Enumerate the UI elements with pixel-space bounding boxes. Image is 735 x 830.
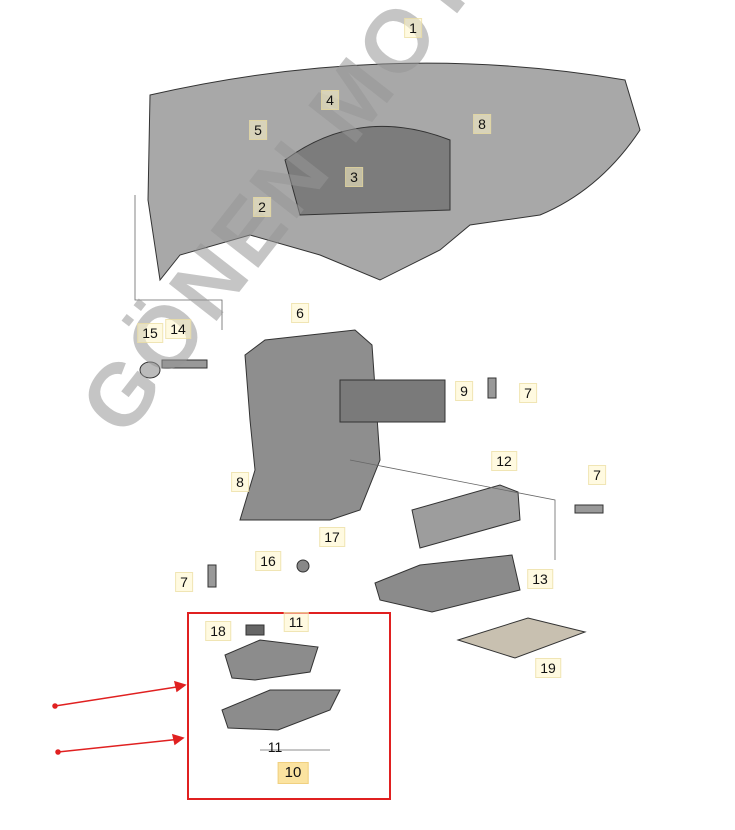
storage-bin-11: [224, 639, 319, 681]
callout-3: 3: [345, 167, 363, 187]
center-console-frame: [239, 329, 381, 521]
callout-17: 17: [319, 527, 345, 547]
callout-10-highlighted: 10: [277, 762, 309, 784]
callout-7: 7: [175, 572, 193, 592]
callout-12: 12: [491, 451, 517, 471]
cap-15: [139, 361, 161, 379]
callout-11: 11: [283, 612, 309, 632]
callout-19: 19: [535, 658, 561, 678]
callout-18: 18: [205, 621, 231, 641]
callout-1: 1: [404, 18, 422, 38]
callout-14: 14: [165, 319, 191, 339]
clip-18: [245, 624, 265, 636]
instrument-cluster-housing: [284, 125, 451, 216]
glovebox-10: [221, 689, 341, 731]
callout-13: 13: [527, 569, 553, 589]
callout-6: 6: [291, 303, 309, 323]
clip-16: [296, 559, 310, 573]
tray-13: [374, 554, 521, 613]
callout-11: 11: [267, 739, 283, 755]
callout-2: 2: [253, 197, 271, 217]
screw-14: [161, 359, 208, 369]
screw-7b: [574, 504, 604, 514]
callout-8: 8: [473, 114, 491, 134]
mat-19: [456, 617, 587, 659]
callout-16: 16: [255, 551, 281, 571]
callout-15: 15: [137, 323, 163, 343]
callout-8: 8: [231, 472, 249, 492]
callout-7: 7: [519, 383, 537, 403]
ashtray-trim-12: [411, 484, 521, 549]
callout-7: 7: [588, 465, 606, 485]
screw-7c: [207, 564, 217, 588]
screw-7a: [487, 377, 497, 399]
callout-5: 5: [249, 120, 267, 140]
cover-plate-9: [339, 379, 446, 423]
callout-4: 4: [321, 90, 339, 110]
callout-9: 9: [455, 381, 473, 401]
